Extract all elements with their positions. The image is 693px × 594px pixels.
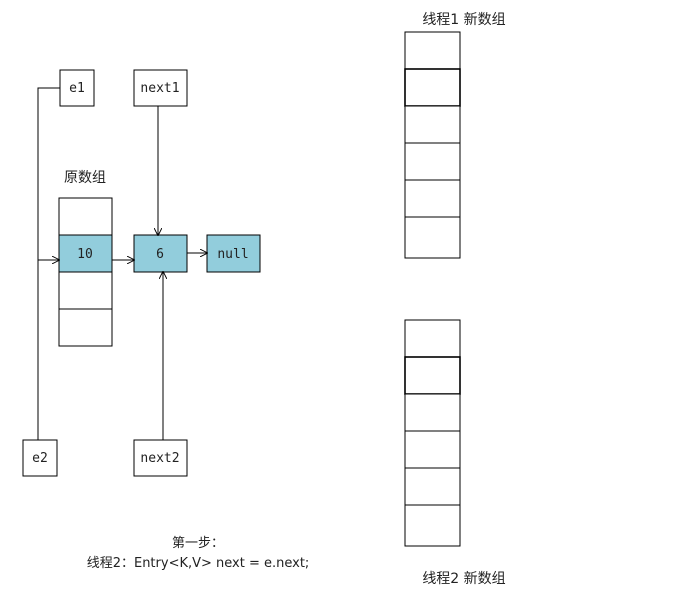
thread1-array-slot-3 xyxy=(404,142,461,181)
pointer-next2-label: next2 xyxy=(140,451,179,466)
pointer-e2: e2 xyxy=(22,439,58,477)
e1-connector xyxy=(37,87,60,440)
original-array-slot-2 xyxy=(58,271,113,310)
pointer-e1: e1 xyxy=(59,69,95,107)
node-null-label: null xyxy=(217,247,248,262)
original-array-slot-0 xyxy=(58,197,113,236)
pointer-next2: next2 xyxy=(133,439,188,477)
thread2-array-slot-3 xyxy=(404,430,461,469)
original-array: 10 xyxy=(58,197,113,347)
original-array-slot-1-value: 10 xyxy=(77,247,93,262)
thread1-array-slot-1 xyxy=(404,68,461,107)
pointer-e2-label: e2 xyxy=(32,451,48,466)
node-6-label: 6 xyxy=(156,247,164,262)
thread2-array-slot-1 xyxy=(404,356,461,395)
node-6: 6 xyxy=(133,234,188,273)
thread2-array xyxy=(404,319,461,547)
pointer-next1: next1 xyxy=(133,69,188,107)
node-null: null xyxy=(206,234,261,273)
original-array-title: 原数组 xyxy=(64,170,106,186)
thread2-array-slot-0 xyxy=(404,319,461,358)
thread2-array-slot-2 xyxy=(404,393,461,432)
thread2-array-slot-5 xyxy=(404,504,461,547)
pointer-e1-label: e1 xyxy=(69,81,85,96)
thread1-array xyxy=(404,31,461,259)
thread1-array-slot-4 xyxy=(404,179,461,218)
thread2-array-title: 线程2 新数组 xyxy=(422,571,505,587)
thread1-array-slot-5 xyxy=(404,216,461,259)
original-array-slot-3 xyxy=(58,308,113,347)
thread1-array-slot-0 xyxy=(404,31,461,70)
thread2-array-slot-4 xyxy=(404,467,461,506)
caption-step: 第一步： xyxy=(172,536,224,551)
thread1-array-title: 线程1 新数组 xyxy=(422,12,505,28)
thread1-array-slot-2 xyxy=(404,105,461,144)
pointer-next1-label: next1 xyxy=(140,81,179,96)
caption-code: 线程2：Entry<K,V> next = e.next; xyxy=(87,556,310,571)
